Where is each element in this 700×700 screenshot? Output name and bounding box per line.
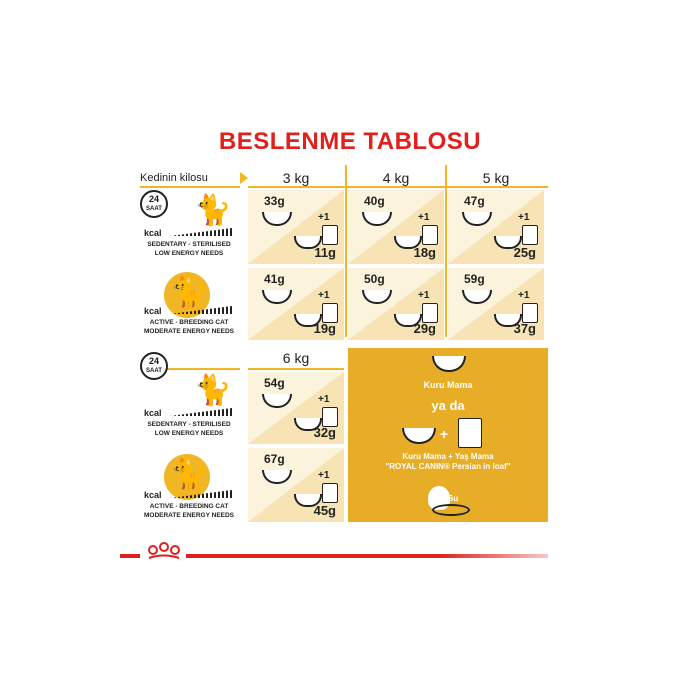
pouch-count: +1 <box>418 212 430 223</box>
portion-cell: 33g +1 11g <box>248 190 344 264</box>
dry-bowl-icon <box>262 212 292 226</box>
walking-cat-icon: 🐈 <box>170 458 208 491</box>
profile-description: ACTIVE - BREEDING CAT MODERATE ENERGY NE… <box>143 319 235 335</box>
walking-cat-icon: 🐈 <box>170 276 208 309</box>
profile-active-top: 🐈 kcal ACTIVE - BREEDING CAT MODERATE EN… <box>134 268 244 340</box>
dry-amount: 59g <box>464 272 485 286</box>
dry-bowl-icon <box>432 356 466 372</box>
water-bowl-icon <box>432 504 470 516</box>
dry-bowl-icon <box>402 428 436 444</box>
pouch-icon <box>422 303 438 323</box>
grid-divider <box>140 368 240 370</box>
dry-bowl-icon <box>362 212 392 226</box>
wet-amount: 37g <box>513 321 536 336</box>
pouch-count: +1 <box>318 394 330 405</box>
wet-amount: 11g <box>314 245 336 260</box>
portion-cell: 54g +1 32g <box>248 372 344 444</box>
profile-description: SEDENTARY - STERILISED LOW ENERGY NEEDS <box>147 241 231 257</box>
weight-header-label: Kedinin kilosu <box>140 172 208 184</box>
legend-panel: Kuru Mama ya da + Kuru Mama + Yaş Mama "… <box>348 348 548 522</box>
dry-bowl-icon <box>362 290 392 304</box>
plus-sign: + <box>440 426 449 442</box>
portion-cell: 47g +1 25g <box>448 190 544 264</box>
brand-line <box>120 554 140 558</box>
kcal-label: kcal <box>144 228 162 238</box>
portion-cell: 67g +1 45g <box>248 448 344 522</box>
dry-bowl-icon <box>262 470 292 484</box>
dry-bowl-icon <box>462 212 492 226</box>
pouch-count: +1 <box>318 212 330 223</box>
grid-divider <box>445 165 447 337</box>
pouch-count: +1 <box>318 290 330 301</box>
pouch-icon <box>458 418 482 448</box>
wet-amount: 19g <box>313 321 336 336</box>
dry-food-label: Kuru Mama <box>423 380 473 390</box>
dry-amount: 54g <box>264 376 285 390</box>
royal-canin-crown-icon <box>146 542 182 562</box>
dry-bowl-icon <box>262 290 292 304</box>
weight-5kg: 5 kg <box>482 170 510 186</box>
energy-bars-icon <box>170 490 232 498</box>
sitting-cat-icon: 🐈 <box>194 374 232 407</box>
wet-amount: 45g <box>313 503 336 518</box>
wet-amount: 25g <box>513 245 536 260</box>
combo-label: Kuru Mama + Yaş Mama "ROYAL CANIN® Persi… <box>385 452 511 471</box>
grid-divider <box>248 186 548 188</box>
wet-amount: 29g <box>413 321 436 336</box>
weight-4kg: 4 kg <box>382 170 410 186</box>
pouch-icon <box>322 225 338 245</box>
dry-amount: 67g <box>264 452 285 466</box>
kcal-label: kcal <box>144 408 162 418</box>
profile-active-bottom: 🐈 kcal ACTIVE - BREEDING CAT MODERATE EN… <box>134 448 244 524</box>
weight-3kg: 3 kg <box>282 170 310 186</box>
pouch-icon <box>322 303 338 323</box>
dry-amount: 40g <box>364 194 385 208</box>
pouch-icon <box>322 407 338 427</box>
cat-badge-icon <box>164 454 210 500</box>
energy-bars-icon <box>170 228 232 236</box>
dry-amount: 33g <box>264 194 285 208</box>
kcal-label: kcal <box>144 490 162 500</box>
weight-6kg: 6 kg <box>282 350 310 366</box>
wet-amount: 18g <box>413 245 436 260</box>
kcal-label: kcal <box>144 306 162 316</box>
pouch-count: +1 <box>518 290 530 301</box>
profile-description: ACTIVE - BREEDING CAT MODERATE ENERGY NE… <box>143 503 235 519</box>
dry-bowl-icon <box>462 290 492 304</box>
page-title: BESLENME TABLOSU <box>218 128 482 155</box>
dry-amount: 50g <box>364 272 385 286</box>
arrow-right-icon <box>240 172 248 184</box>
grid-divider <box>345 165 347 337</box>
pouch-icon <box>522 303 538 323</box>
portion-cell: 59g +1 37g <box>448 268 544 340</box>
wet-amount: 32g <box>313 425 336 440</box>
dry-amount: 47g <box>464 194 485 208</box>
brand-line <box>186 554 548 558</box>
pouch-count: +1 <box>518 212 530 223</box>
pouch-count: +1 <box>418 290 430 301</box>
water-label: Su <box>448 494 459 503</box>
grid-divider <box>140 186 240 188</box>
portion-cell: 40g +1 18g <box>348 190 444 264</box>
sitting-cat-icon: 🐈 <box>194 194 232 227</box>
profile-description: SEDENTARY - STERILISED LOW ENERGY NEEDS <box>147 421 231 437</box>
portion-cell: 50g +1 29g <box>348 268 444 340</box>
or-label: ya da <box>431 398 465 413</box>
grid-divider <box>248 368 344 370</box>
energy-bars-icon <box>170 408 232 416</box>
pouch-icon <box>422 225 438 245</box>
pouch-icon <box>522 225 538 245</box>
energy-bars-icon <box>170 306 232 314</box>
dry-amount: 41g <box>264 272 285 286</box>
dry-bowl-icon <box>262 394 292 408</box>
pouch-icon <box>322 483 338 503</box>
portion-cell: 41g +1 19g <box>248 268 344 340</box>
pouch-count: +1 <box>318 470 330 481</box>
